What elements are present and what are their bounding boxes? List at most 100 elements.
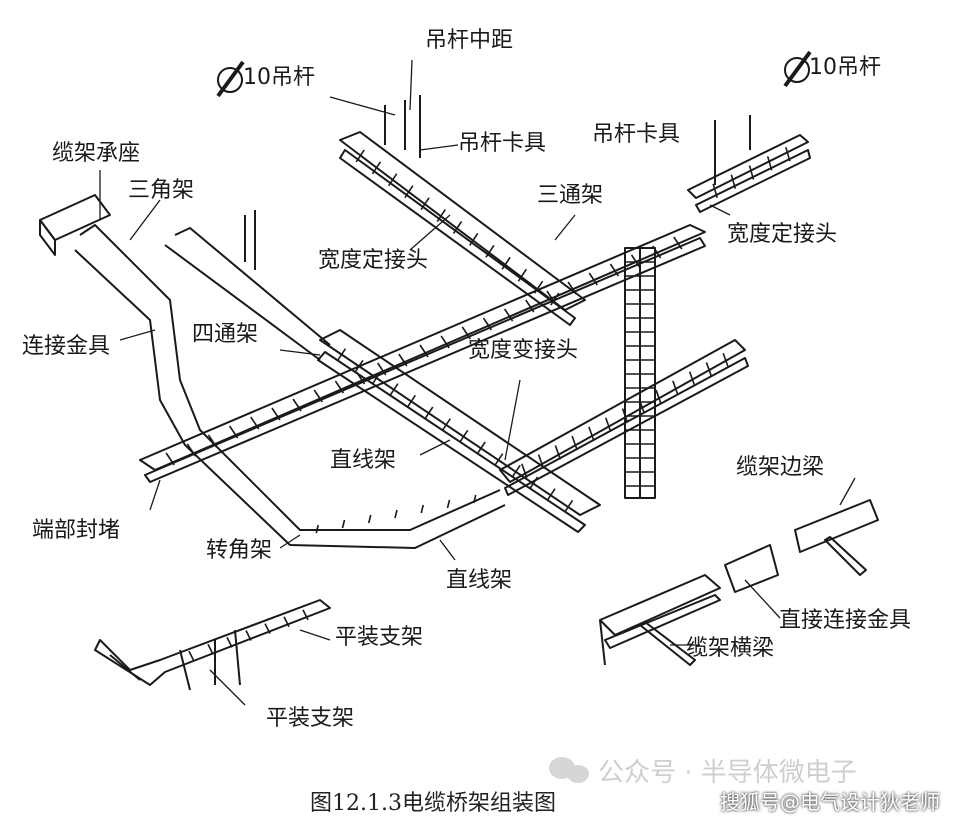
tray-rung bbox=[588, 426, 595, 442]
tray-rung bbox=[341, 519, 346, 529]
tray-rung bbox=[245, 630, 252, 641]
phi-symbol-left bbox=[216, 60, 245, 98]
label-corner: 转角架 bbox=[206, 538, 273, 563]
label-straight-bottom: 直线架 bbox=[446, 568, 513, 593]
tray-rung bbox=[188, 650, 195, 662]
tray-rung bbox=[292, 398, 302, 412]
tray-rung bbox=[476, 441, 486, 455]
tray-rung bbox=[673, 236, 683, 250]
label-clamp-mid: 吊杆卡具 bbox=[458, 131, 547, 156]
label-connector: 连接金具 bbox=[22, 334, 111, 359]
tray-upper-right bbox=[687, 134, 811, 213]
tray-rung bbox=[377, 362, 387, 376]
tray-rung bbox=[264, 623, 271, 634]
tray-rung bbox=[371, 371, 382, 385]
tray-rung bbox=[398, 353, 408, 367]
tray-rung bbox=[404, 185, 414, 199]
tray-rung bbox=[406, 394, 416, 408]
watermark-icon bbox=[549, 757, 589, 783]
leader-lines bbox=[99, 59, 856, 706]
tray-rung bbox=[336, 348, 347, 362]
tray-rung bbox=[424, 406, 434, 420]
label-flat-support-2: 平装支架 bbox=[266, 706, 355, 731]
vertical-ladder bbox=[624, 247, 656, 499]
tray-rung bbox=[588, 272, 598, 286]
tray-rung bbox=[313, 389, 323, 403]
tray-rung bbox=[630, 254, 641, 268]
label-width-change: 宽度变接头 bbox=[468, 338, 579, 363]
tray-rung bbox=[550, 292, 560, 306]
tray-rung bbox=[440, 335, 450, 349]
label-triangle: 三角架 bbox=[128, 178, 195, 203]
tray-rung bbox=[546, 488, 556, 502]
tray-rung bbox=[722, 352, 729, 368]
tray-rung bbox=[503, 308, 514, 322]
tray-rung bbox=[482, 317, 493, 331]
tray-rung bbox=[537, 454, 545, 469]
tray-rung bbox=[748, 165, 755, 180]
tray-rung bbox=[494, 453, 504, 467]
tray-rung bbox=[461, 326, 471, 340]
tray-rung bbox=[712, 183, 718, 199]
tray-rung bbox=[688, 371, 696, 386]
phi-symbol-right bbox=[783, 50, 812, 88]
tray-rung bbox=[367, 514, 372, 524]
tray-rung bbox=[485, 244, 495, 258]
label-diaozhongju: 吊杆中距 bbox=[425, 28, 514, 53]
label-support-seat: 缆架承座 bbox=[52, 141, 141, 166]
tray-rung bbox=[387, 173, 398, 187]
tray-rung bbox=[554, 445, 562, 460]
tray-rung bbox=[446, 499, 451, 509]
tray-rung bbox=[609, 263, 620, 277]
tray-rung bbox=[302, 609, 309, 621]
tray-rung bbox=[472, 494, 477, 504]
tray-rung bbox=[419, 344, 429, 358]
tray-rung bbox=[355, 149, 365, 163]
tray-rung bbox=[354, 359, 364, 373]
tray-rung bbox=[420, 504, 425, 514]
tray-rung bbox=[394, 509, 398, 519]
tray-rung bbox=[226, 637, 233, 648]
tray-rung bbox=[730, 174, 737, 189]
tray-rung bbox=[436, 209, 446, 223]
tray-rung bbox=[604, 417, 612, 432]
tray-rung bbox=[525, 299, 535, 313]
tray-rung bbox=[420, 197, 430, 211]
label-rod-left: 10吊杆 bbox=[243, 65, 315, 90]
tray-rung bbox=[228, 425, 239, 439]
watermark-sohu: 搜狐号@电气设计狄老师 bbox=[720, 790, 940, 814]
tray-rung bbox=[501, 256, 511, 270]
tray-rung bbox=[785, 146, 791, 162]
beam-detail bbox=[599, 499, 879, 666]
tray-rung bbox=[563, 499, 574, 513]
flat-support-assembly bbox=[94, 599, 331, 691]
label-four-way: 四通架 bbox=[192, 322, 259, 347]
tray-rung bbox=[766, 156, 773, 171]
label-straight-mid: 直线架 bbox=[330, 448, 397, 473]
figure-caption: 图12.1.3电缆桥架组装图 bbox=[310, 791, 556, 816]
straight-tray-upper bbox=[339, 131, 586, 326]
tray-rung bbox=[571, 435, 578, 451]
label-clamp-right: 吊杆卡具 bbox=[592, 122, 681, 147]
straight-tray-right bbox=[499, 339, 749, 496]
tray-rung bbox=[459, 429, 469, 443]
label-side-beam: 缆架边梁 bbox=[736, 455, 825, 480]
label-width-fixed-right: 宽度定接头 bbox=[727, 222, 838, 247]
tray-rung bbox=[672, 380, 679, 396]
tray-rung bbox=[315, 524, 320, 534]
tray-rung bbox=[334, 380, 345, 394]
tray-rung bbox=[533, 280, 544, 294]
label-width-fixed-mid: 宽度定接头 bbox=[318, 248, 429, 273]
tray-rung bbox=[283, 616, 290, 628]
tray-rung bbox=[441, 418, 451, 432]
tray-loop bbox=[74, 224, 506, 549]
tray-rung bbox=[389, 383, 399, 397]
label-direct-connector: 直接连接金具 bbox=[779, 608, 912, 633]
support-seat bbox=[39, 194, 111, 256]
label-end-cap: 端部封堵 bbox=[32, 518, 121, 543]
tray-rung bbox=[511, 464, 521, 478]
tray-rung bbox=[469, 232, 479, 246]
label-flat-support-1: 平装支架 bbox=[335, 625, 424, 650]
tray-rung bbox=[655, 389, 662, 405]
